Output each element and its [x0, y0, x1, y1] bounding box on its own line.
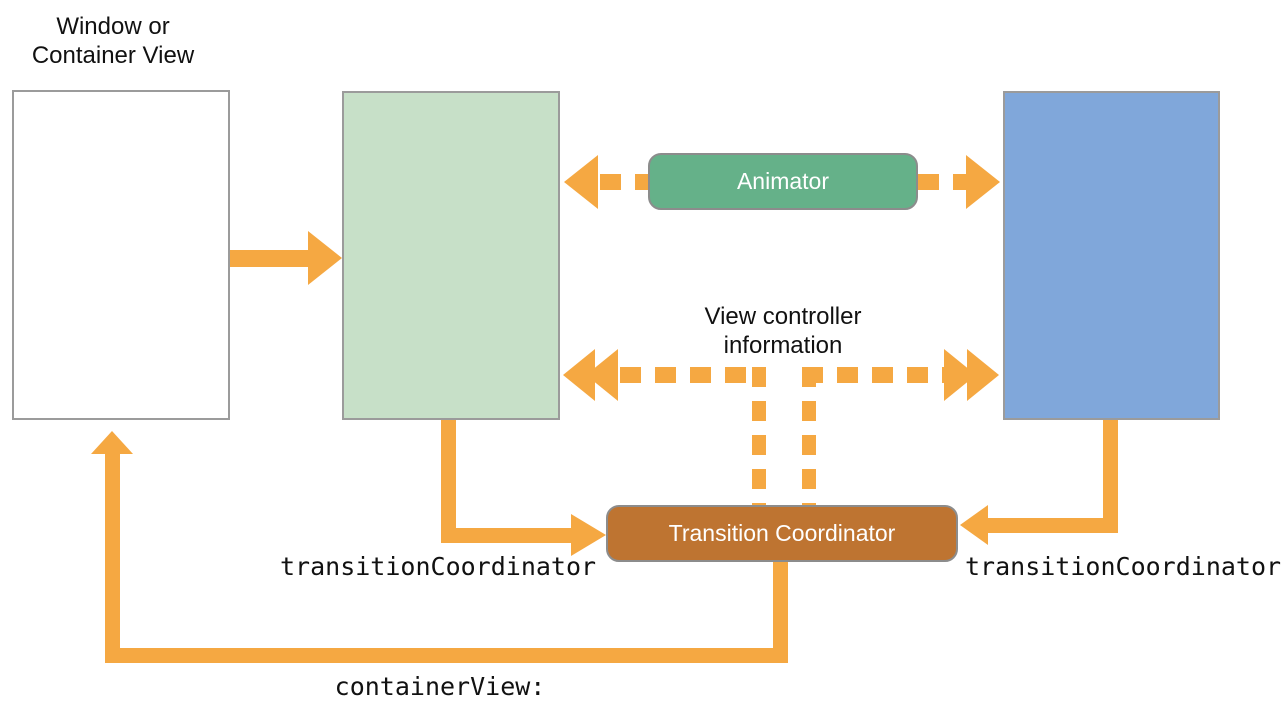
arrow-head-right-icon: [966, 155, 1000, 209]
arrow-shaft: [230, 250, 310, 267]
animator-label: Animator: [736, 168, 830, 194]
dashed-line: [918, 174, 966, 190]
animator-node: Animator: [648, 153, 918, 210]
transition-coordinator-node: Transition Coordinator: [606, 505, 958, 562]
transition-coordinator-label: Transition Coordinator: [668, 520, 896, 546]
arrow-head-right-icon: [967, 349, 999, 401]
arrow-shaft: [1103, 420, 1118, 533]
arrow-shaft: [773, 562, 788, 663]
window-container-label: Window or Container View: [31, 13, 195, 69]
view-controller-information-label: View controller information: [704, 303, 862, 359]
dashed-line-vertical-right: [802, 367, 816, 505]
arrow-shaft: [105, 452, 120, 652]
dashed-line: [620, 367, 766, 383]
to-view-box: [1003, 91, 1220, 420]
from-view-box: [342, 91, 560, 420]
transition-coordinator-property-label-right: transitionCoordinator: [965, 552, 1282, 581]
arrow-head-right-icon: [308, 231, 342, 285]
container-view-method-label: containerView:: [334, 672, 546, 701]
window-container-view-box: [12, 90, 230, 420]
arrow-head-right-icon: [571, 514, 606, 556]
arrow-head-left-icon: [564, 155, 598, 209]
arrow-shaft: [986, 518, 1118, 533]
arrow-head-up-icon: [91, 431, 133, 454]
dashed-line: [600, 174, 648, 190]
arrow-head-left-icon: [960, 505, 988, 545]
dashed-line-vertical-left: [752, 367, 766, 505]
arrow-shaft: [441, 528, 573, 543]
arrow-shaft: [441, 420, 456, 543]
arrow-head-left-icon: [586, 349, 618, 401]
transition-coordinator-property-label-left: transitionCoordinator: [280, 552, 597, 581]
dashed-line: [802, 367, 944, 383]
arrow-shaft: [105, 648, 788, 663]
